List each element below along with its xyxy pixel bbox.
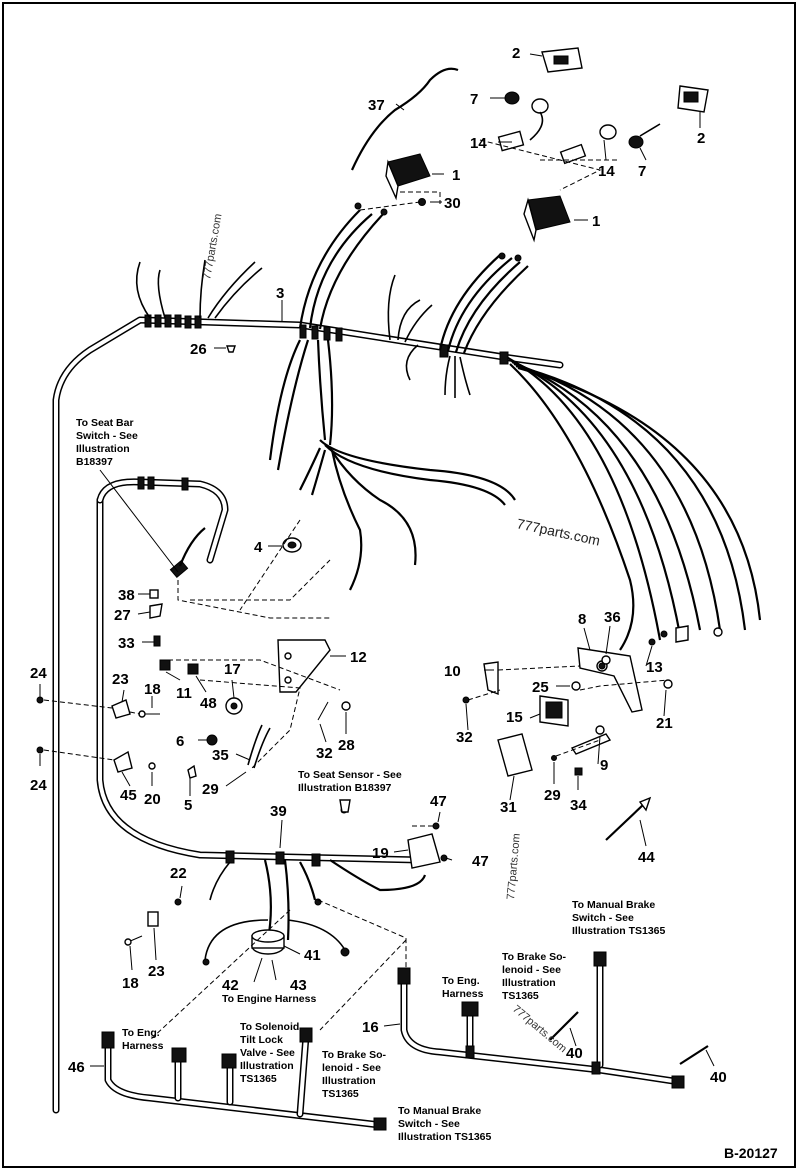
callout-32a: 32 — [316, 745, 333, 762]
note-manual-brake-a: To Manual Brake Switch - See Illustratio… — [398, 1105, 492, 1143]
callout-17: 17 — [224, 661, 241, 678]
callout-33: 33 — [118, 635, 135, 652]
callout-38: 38 — [118, 587, 135, 604]
note-manual-brake-b: To Manual Brake Switch - See Illustratio… — [572, 899, 666, 937]
note-solenoid-tilt: To Solenoid Tilt Lock Valve - See Illust… — [240, 1021, 302, 1085]
callout-9: 9 — [600, 757, 608, 774]
callout-27: 27 — [114, 607, 131, 624]
callout-5: 5 — [184, 797, 192, 814]
callout-29a: 29 — [202, 781, 219, 798]
callout-7a: 7 — [470, 91, 478, 108]
alignment-lines — [43, 139, 669, 1041]
callout-18a: 18 — [144, 681, 161, 698]
leader-lines — [39, 53, 715, 1067]
callout-39: 39 — [270, 803, 287, 820]
parts — [36, 47, 723, 1065]
callout-36: 36 — [604, 609, 621, 626]
callout-18b: 18 — [122, 975, 139, 992]
callout-24b: 24 — [30, 777, 47, 794]
callout-14a: 14 — [470, 135, 487, 152]
callout-26: 26 — [190, 341, 207, 358]
callout-6: 6 — [176, 733, 184, 750]
note-brake-solenoid-a: To Brake So- lenoid - See Illustration T… — [322, 1049, 389, 1100]
callout-2b: 2 — [697, 130, 705, 147]
note-eng-harness-b: To Eng. Harness — [442, 975, 484, 1000]
callout-40b: 40 — [710, 1069, 727, 1086]
callout-12: 12 — [350, 649, 367, 666]
callout-28: 28 — [338, 737, 355, 754]
callout-10: 10 — [444, 663, 461, 680]
callout-31: 31 — [500, 799, 517, 816]
callout-labels: 2 2 37 7 14 14 7 1 30 1 3 26 4 38 27 33 … — [30, 45, 727, 1086]
callout-23a: 23 — [112, 671, 129, 688]
callout-11: 11 — [176, 685, 192, 702]
watermark-2: 777parts.com — [515, 515, 601, 548]
diagram-code: B-20127 — [724, 1145, 778, 1161]
callout-34: 34 — [570, 797, 587, 814]
callout-48: 48 — [200, 695, 217, 712]
callout-20: 20 — [144, 791, 161, 808]
callout-32b: 32 — [456, 729, 473, 746]
lower-harness-16 — [397, 951, 685, 1089]
note-seat-bar: To Seat Bar Switch - See Illustration B1… — [76, 417, 141, 468]
note-engine-harness: To Engine Harness — [222, 993, 316, 1005]
callout-40a: 40 — [566, 1045, 583, 1062]
callout-7b: 7 — [638, 163, 646, 180]
callout-3: 3 — [276, 285, 284, 302]
callout-1a: 1 — [452, 167, 460, 184]
main-harness — [52, 316, 564, 1114]
harness-bands — [137, 314, 509, 867]
callout-41: 41 — [304, 947, 321, 964]
callout-45: 45 — [120, 787, 137, 804]
note-brake-solenoid-b: To Brake So- lenoid - See Illustration T… — [502, 951, 569, 1002]
callout-25: 25 — [532, 679, 549, 696]
callout-43: 43 — [290, 977, 307, 994]
callout-37: 37 — [368, 97, 385, 114]
callout-19: 19 — [372, 845, 389, 862]
callout-15: 15 — [506, 709, 523, 726]
callout-13: 13 — [646, 659, 663, 676]
callout-30: 30 — [444, 195, 461, 212]
callout-42: 42 — [222, 977, 239, 994]
wire-bundles — [135, 209, 762, 961]
callout-47a: 47 — [430, 793, 447, 810]
callout-4: 4 — [254, 539, 263, 556]
callout-22: 22 — [170, 865, 187, 882]
callout-8: 8 — [578, 611, 586, 628]
callout-1b: 1 — [592, 213, 600, 230]
callout-35: 35 — [212, 747, 229, 764]
callout-21: 21 — [656, 715, 673, 732]
watermark-1: 777parts.com — [201, 213, 224, 281]
annotation-notes: To Seat Bar Switch - See Illustration B1… — [76, 417, 666, 1143]
callout-44: 44 — [638, 849, 655, 866]
callout-2a: 2 — [512, 45, 520, 62]
note-eng-harness-a: To Eng. Harness — [122, 1027, 164, 1052]
callout-29b: 29 — [544, 787, 561, 804]
callout-14b: 14 — [598, 163, 615, 180]
callout-47b: 47 — [472, 853, 489, 870]
callout-24a: 24 — [30, 665, 47, 682]
callout-23b: 23 — [148, 963, 165, 980]
note-seat-sensor: To Seat Sensor - See Illustration B18397 — [298, 769, 405, 794]
lower-harness-46 — [101, 1027, 387, 1131]
watermark-3: 777parts.com — [505, 833, 523, 900]
callout-16: 16 — [362, 1019, 379, 1036]
callout-46: 46 — [68, 1059, 85, 1076]
